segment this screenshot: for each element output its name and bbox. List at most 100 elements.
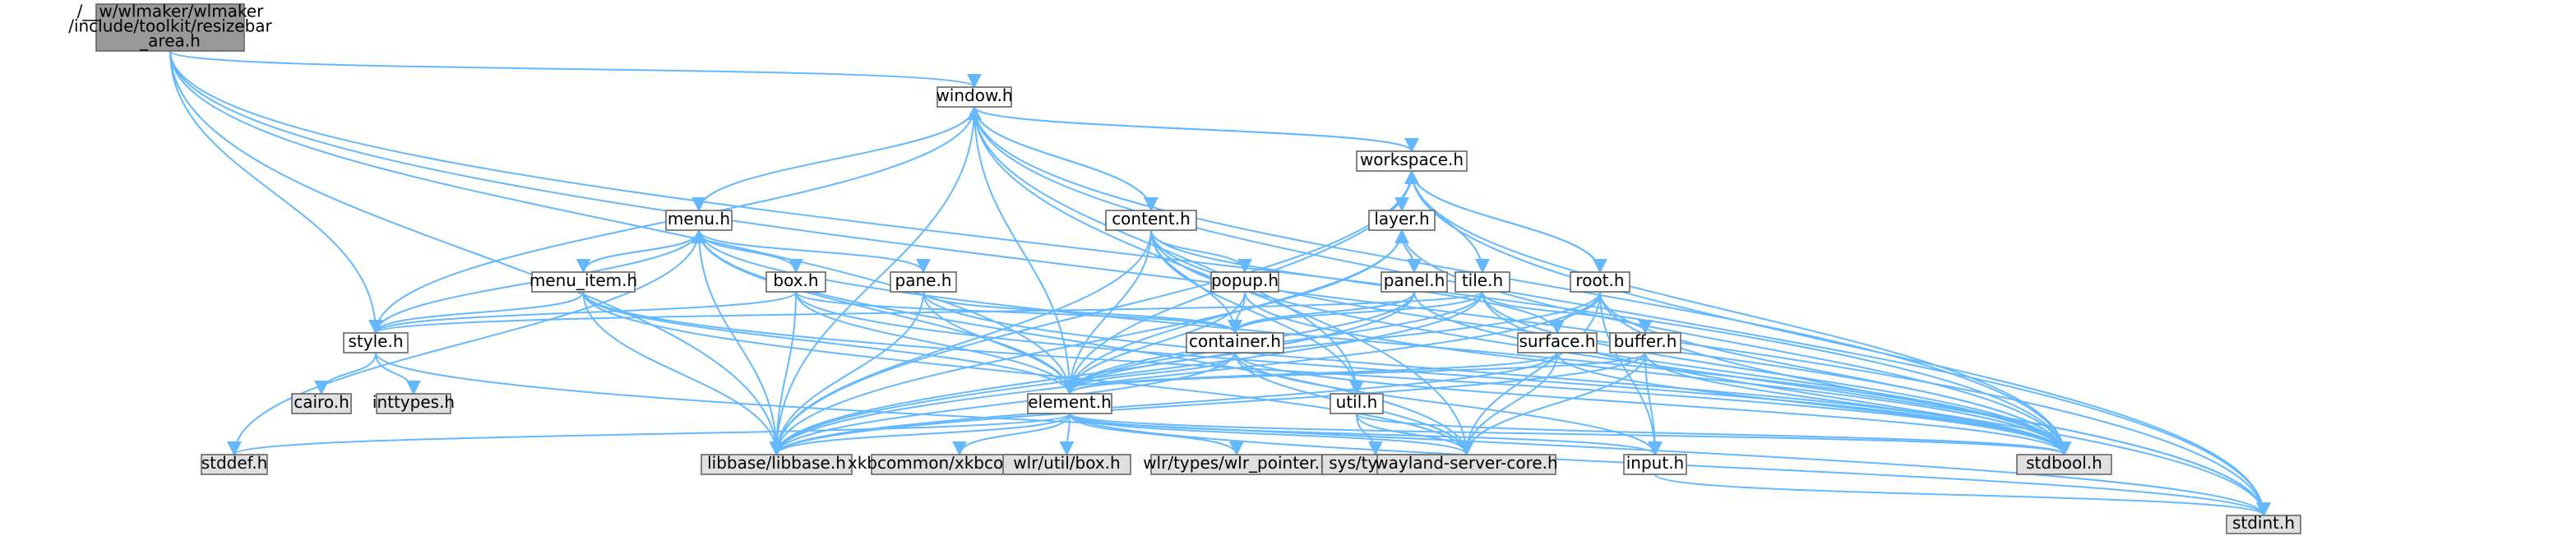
- edge-element-to-input: [1069, 413, 1663, 456]
- edge-resizebar_area-to-stdbool: [169, 50, 2072, 456]
- edge-workspace-to-window: [967, 105, 1413, 152]
- node-label: input.h: [1626, 453, 1684, 473]
- node-layer[interactable]: layer.h: [1368, 209, 1436, 231]
- node-tile[interactable]: tile.h: [1454, 270, 1510, 293]
- edge-container-to-libbase: [769, 352, 1236, 456]
- edge-menu-to-stddef: [227, 229, 700, 456]
- edge-menu-to-libbase: [698, 229, 784, 456]
- edge-content-to-stdbool: [1150, 229, 2072, 456]
- node-box: [291, 393, 352, 414]
- edge-panel-to-container: [1228, 291, 1415, 335]
- node-box: [2016, 454, 2112, 475]
- edge-content-to-window: [967, 105, 1152, 211]
- edge-content-to-surface: [1150, 229, 1565, 335]
- node-element[interactable]: element.h: [1027, 392, 1112, 414]
- node-wlr_pointer: wlr/types/wlr_pointer.h: [1143, 453, 1330, 475]
- node-box: [1186, 332, 1284, 353]
- node-menu[interactable]: menu.h: [665, 209, 733, 231]
- edge-surface-to-wayland: [1459, 352, 1558, 456]
- node-label: libbase/libbase.h: [707, 453, 846, 473]
- node-pane[interactable]: pane.h: [890, 270, 957, 293]
- edge-menu-to-pane: [698, 229, 931, 274]
- node-label: popup.h: [1211, 270, 1279, 290]
- edge-resizebar_area-to-style: [169, 50, 383, 335]
- node-box: [1623, 454, 1687, 475]
- edge-window-to-menu: [691, 106, 975, 212]
- node-workspace[interactable]: workspace.h: [1356, 150, 1468, 172]
- node-menu_item[interactable]: menu_item.h: [530, 270, 637, 293]
- node-popup[interactable]: popup.h: [1210, 270, 1279, 293]
- edge-panel-to-layer: [1394, 229, 1415, 273]
- edge-menu_item-to-wayland: [582, 291, 1474, 456]
- node-label: surface.h: [1519, 331, 1596, 351]
- node-box[interactable]: box.h: [765, 270, 826, 293]
- edge-root-to-stdbool: [1599, 291, 2072, 456]
- edge-root-to-libbase: [769, 291, 1601, 456]
- edges-layer: [169, 50, 2271, 517]
- node-box: [890, 271, 957, 293]
- node-box: [701, 454, 853, 475]
- node-input[interactable]: input.h: [1623, 453, 1687, 475]
- node-box: [343, 332, 409, 353]
- node-window[interactable]: window.h: [936, 85, 1013, 108]
- edge-menu_item-to-element: [582, 291, 1077, 395]
- edge-root-to-workspace: [1404, 169, 1601, 273]
- edge-root-to-input: [1599, 291, 1663, 456]
- node-container[interactable]: container.h: [1186, 331, 1284, 353]
- node-surface[interactable]: surface.h: [1517, 331, 1598, 353]
- edge-buffer-to-libbase: [769, 352, 1646, 456]
- node-label: content.h: [1112, 209, 1191, 229]
- node-box: [1002, 454, 1131, 475]
- edge-window-to-libbase: [769, 106, 975, 456]
- edge-util-to-stdbool: [1356, 413, 2072, 456]
- node-label: container.h: [1189, 331, 1281, 351]
- edge-pane-to-libbase: [769, 291, 924, 456]
- node-buffer[interactable]: buffer.h: [1609, 331, 1681, 353]
- node-style[interactable]: style.h: [343, 331, 409, 353]
- edge-buffer-to-input: [1644, 352, 1663, 456]
- edge-panel-to-stdbool: [1413, 291, 2072, 456]
- node-content[interactable]: content.h: [1105, 209, 1197, 231]
- node-label: element.h: [1028, 392, 1112, 412]
- node-label: util.h: [1336, 392, 1378, 412]
- edge-popup-to-stdbool: [1244, 291, 2072, 456]
- node-box: [2226, 515, 2301, 534]
- edge-workspace-to-stdbool: [1411, 170, 2072, 456]
- node-cairo: cairo.h: [291, 392, 352, 414]
- node-label: style.h: [349, 331, 404, 351]
- node-box: [1210, 271, 1279, 293]
- edge-content-to-element: [1062, 229, 1152, 395]
- node-label: panel.h: [1384, 270, 1445, 290]
- node-box: [1368, 210, 1436, 231]
- node-box: [665, 210, 733, 231]
- node-root[interactable]: root.h: [1570, 270, 1630, 293]
- node-box: [1150, 454, 1323, 475]
- node-label: stddef.h: [201, 453, 268, 473]
- edge-workspace-to-stdint: [1411, 170, 2271, 517]
- edge-root-to-stdint: [1599, 291, 2271, 517]
- edge-menu-to-wayland: [698, 229, 1474, 456]
- node-libbase: libbase/libbase.h: [701, 453, 853, 475]
- node-label: pane.h: [895, 270, 952, 290]
- edge-pane-to-container: [923, 291, 1242, 335]
- node-label: menu.h: [668, 209, 730, 229]
- node-box: [1330, 393, 1384, 414]
- edge-container-to-input: [1234, 352, 1663, 456]
- edge-content-to-libbase: [769, 229, 1152, 456]
- edge-menu-to-box: [698, 229, 803, 274]
- edge-root-to-wayland: [1459, 291, 1601, 456]
- node-panel[interactable]: panel.h: [1380, 270, 1448, 293]
- node-box: [1609, 332, 1681, 353]
- node-label: inttypes.h: [372, 392, 455, 412]
- node-stddef: stddef.h: [201, 453, 268, 475]
- edge-root-to-element: [1062, 291, 1601, 395]
- edge-box-to-stdbool: [795, 291, 2072, 456]
- node-util[interactable]: util.h: [1330, 392, 1384, 414]
- edge-window-to-stdbool: [974, 106, 2072, 456]
- edge-resizebar_area-to-libbase: [169, 50, 784, 456]
- node-box: [1105, 210, 1197, 231]
- node-label: stdint.h: [2232, 513, 2295, 533]
- node-label: stdbool.h: [2026, 453, 2102, 473]
- node-resizebar_area[interactable]: /__w/wlmaker/wlmaker/include/toolkit/res…: [68, 2, 273, 52]
- node-wlr_box: wlr/util/box.h: [1002, 453, 1131, 475]
